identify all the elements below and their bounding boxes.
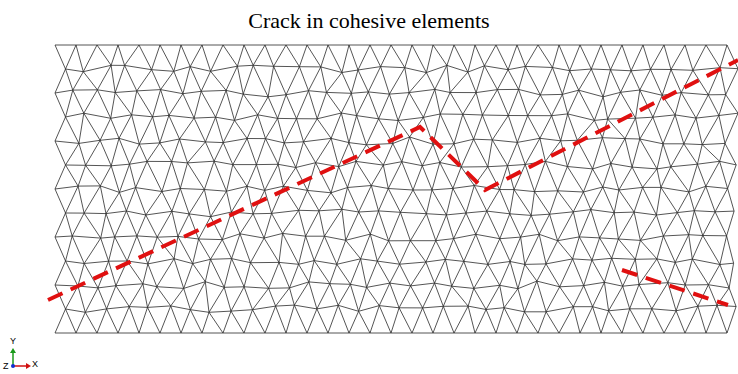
crack-line — [48, 60, 738, 305]
y-arrowhead — [10, 348, 16, 353]
x-axis — [13, 365, 27, 367]
y-axis — [12, 352, 14, 366]
axis-label: X — [32, 359, 38, 369]
crack-path — [48, 60, 738, 300]
axis-label: Y — [10, 336, 16, 346]
axis-triad — [10, 348, 31, 369]
x-arrowhead — [26, 363, 31, 369]
crack-path — [622, 270, 728, 305]
axis-label: Z — [3, 361, 9, 371]
triangle-mesh — [55, 45, 738, 333]
figure-title: Crack in cohesive elements — [0, 8, 738, 34]
z-axis — [11, 364, 15, 368]
mesh-edges — [55, 45, 738, 333]
